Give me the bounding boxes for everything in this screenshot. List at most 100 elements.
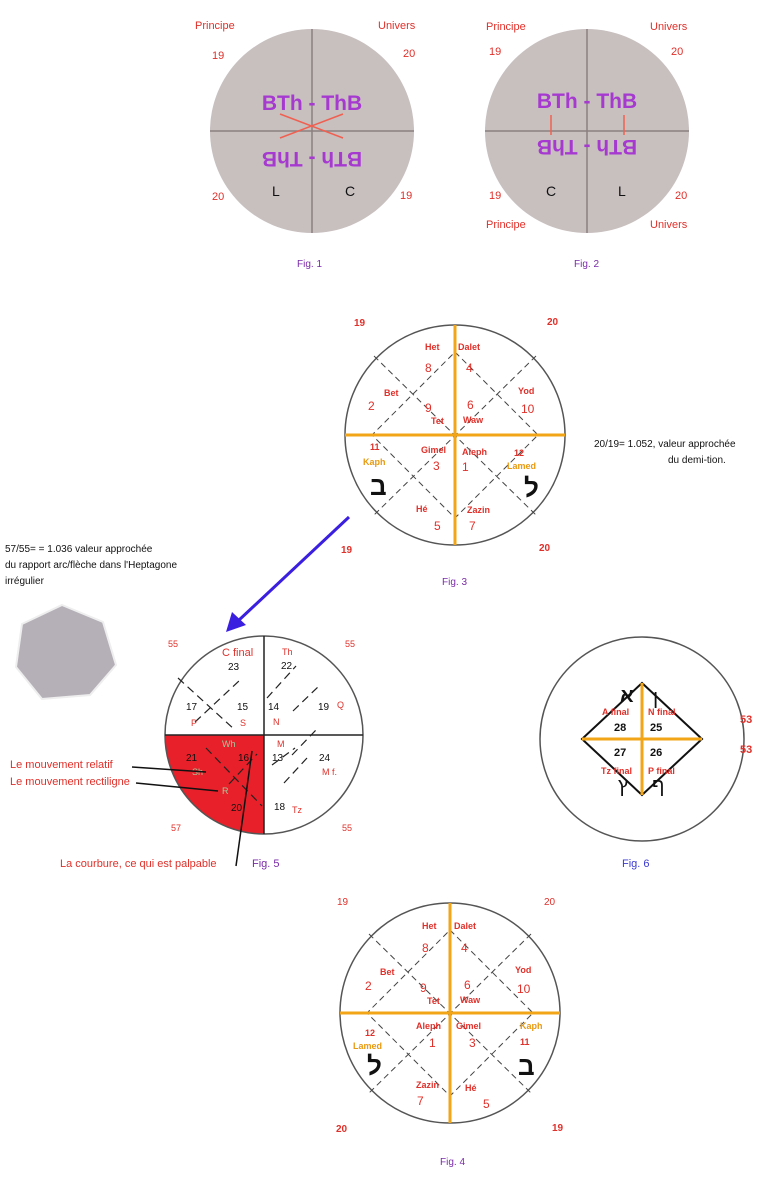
fig4-glyph-right: ב <box>518 1051 535 1081</box>
fig6-side-53-2: 53 <box>740 744 752 756</box>
fig4-name-aleph: Aleph <box>416 1021 441 1031</box>
fig5-annotation-line-rectiligne <box>135 782 219 792</box>
fig5-tz: Tz <box>292 805 302 815</box>
fig6-n26: 26 <box>650 747 662 759</box>
fig5-n20: 20 <box>231 803 243 814</box>
fig5-corner-tr: 55 <box>345 639 355 649</box>
fig3-note-line1: 20/19= 1.052, valeur approchée <box>594 439 736 450</box>
fig5-wh: Wh <box>222 739 236 749</box>
fig5-red-quadrant <box>165 735 264 834</box>
fig3-name-waw: Waw <box>463 415 484 425</box>
fig1-top-text: BTh - ThB <box>262 92 362 115</box>
fig3-num-7: 7 <box>469 519 476 533</box>
fig3-name-kaph: Kaph <box>363 457 386 467</box>
fig3-glyph-right: ל <box>524 473 539 503</box>
fig6-p-final: P final <box>648 766 675 776</box>
fig1-principe: Principe <box>195 20 235 32</box>
fig4-corner-bl: 20 <box>336 1124 348 1135</box>
heptagon-shape <box>14 603 118 701</box>
fig4-num-12: 12 <box>365 1028 375 1038</box>
fig6-tz-final: Tz final <box>601 766 632 776</box>
fig5-n18: 18 <box>274 802 286 813</box>
fig6-n-final: N final <box>648 707 676 717</box>
fig1-number-20-bl: 20 <box>212 191 224 203</box>
fig4-name-zazin: Zazin <box>416 1080 439 1090</box>
fig2-number-20-tr: 20 <box>671 46 683 58</box>
fig2-bottom-text: BTh - ThB <box>537 135 637 158</box>
fig5-c-final: C final <box>222 647 253 659</box>
fig5-dashed-lines <box>177 665 321 807</box>
fig2-principe-bottom: Principe <box>486 219 526 231</box>
fig6-label: Fig. 6 <box>622 858 650 870</box>
fig3-num-10: 10 <box>521 402 535 416</box>
fig3-note-line2: du demi-tion. <box>668 455 726 466</box>
fig3-corner-br: 20 <box>539 543 551 554</box>
fig3-corner-tl: 19 <box>354 318 366 329</box>
fig4-num-1: 1 <box>429 1036 436 1050</box>
fig4-name-kaph: Kaph <box>520 1021 543 1031</box>
fig4-name-bet: Bet <box>380 967 395 977</box>
fig6-side-53-1: 53 <box>740 714 752 726</box>
fig2-number-20-br: 20 <box>675 190 687 202</box>
fig4-name-tet: Tet <box>427 996 440 1006</box>
fig5-annotation-line-courbure <box>235 750 253 867</box>
fig3-num-2: 2 <box>368 399 375 413</box>
fig6-glyph-nun-final: ן <box>653 687 658 709</box>
fig1: Principe Univers 19 20 20 19 BTh - ThB B… <box>195 20 416 270</box>
fig3-label: Fig. 3 <box>442 577 467 588</box>
fig2-letter-l: L <box>618 183 626 199</box>
heptagon-note-line1: 57/55= = 1.036 valeur approchée <box>5 544 153 555</box>
fig4-num-6: 6 <box>464 978 471 992</box>
fig3-name-het: Het <box>425 342 440 352</box>
fig5-n24: 24 <box>319 753 331 764</box>
fig5-label: Fig. 5 <box>252 858 280 870</box>
fig3-name-bet: Bet <box>384 388 399 398</box>
fig5-n21: 21 <box>186 753 198 764</box>
fig3-name-he: Hé <box>416 504 428 514</box>
fig5-q: Q <box>337 700 344 710</box>
heptagon-note-line2: du rapport arc/flèche dans l'Heptagone <box>5 560 177 571</box>
fig3-num-8: 8 <box>425 361 432 375</box>
fig4-num-3: 3 <box>469 1036 476 1050</box>
heptagon-block: 57/55= = 1.036 valeur approchée du rappo… <box>5 544 177 701</box>
fig6-n27: 27 <box>614 747 626 759</box>
fig2-principe-top: Principe <box>486 21 526 33</box>
fig3-num-12: 12 <box>514 448 524 458</box>
fig5: 55 55 57 55 C final 23 Th 22 17 15 14 19… <box>10 635 364 870</box>
fig4-corner-tr: 20 <box>544 897 556 908</box>
fig2: Principe Univers 19 20 19 20 Principe Un… <box>485 21 689 270</box>
fig3-num-9: 9 <box>425 401 432 415</box>
fig4-label: Fig. 4 <box>440 1157 465 1168</box>
fig5-annotation-rectiligne: Le mouvement rectiligne <box>10 776 130 788</box>
fig3-num-6: 6 <box>467 398 474 412</box>
fig4: 19 20 20 19 Het 8 Dalet 4 Bet 2 9 Tet 6 … <box>336 897 564 1168</box>
fig2-top-text: BTh - ThB <box>537 90 637 113</box>
fig4-name-he: Hé <box>465 1083 477 1093</box>
fig4-name-lamed: Lamed <box>353 1041 382 1051</box>
fig4-name-gimel: Gimel <box>456 1021 481 1031</box>
fig1-number-19-br: 19 <box>400 190 412 202</box>
fig5-annotation-courbure: La courbure, ce qui est palpable <box>60 858 217 870</box>
fig4-name-waw: Waw <box>460 995 481 1005</box>
fig6-glyph-tsadi-final: ץ <box>618 775 628 797</box>
fig5-s: S <box>240 718 246 728</box>
fig3-name-tet: Tet <box>431 416 444 426</box>
fig5-n19: 19 <box>318 702 330 713</box>
fig4-num-5: 5 <box>483 1097 490 1111</box>
fig2-letter-c: C <box>546 183 556 199</box>
fig1-bottom-text: BTh - ThB <box>262 147 362 170</box>
fig4-glyph-left: ל <box>367 1051 382 1081</box>
fig2-univers-top: Univers <box>650 21 688 33</box>
fig3-num-5: 5 <box>434 519 441 533</box>
fig1-number-19-tl: 19 <box>212 50 224 62</box>
fig5-n17: 17 <box>186 702 198 713</box>
fig4-num-7: 7 <box>417 1094 424 1108</box>
fig4-num-11: 11 <box>520 1037 530 1047</box>
fig3-name-gimel: Gimel <box>421 445 446 455</box>
fig5-n13: 13 <box>272 753 284 764</box>
fig5-corner-bl: 57 <box>171 823 181 833</box>
fig4-name-yod: Yod <box>515 965 531 975</box>
fig4-num-9: 9 <box>420 981 427 995</box>
fig3-name-lamed: Lamed <box>507 461 536 471</box>
